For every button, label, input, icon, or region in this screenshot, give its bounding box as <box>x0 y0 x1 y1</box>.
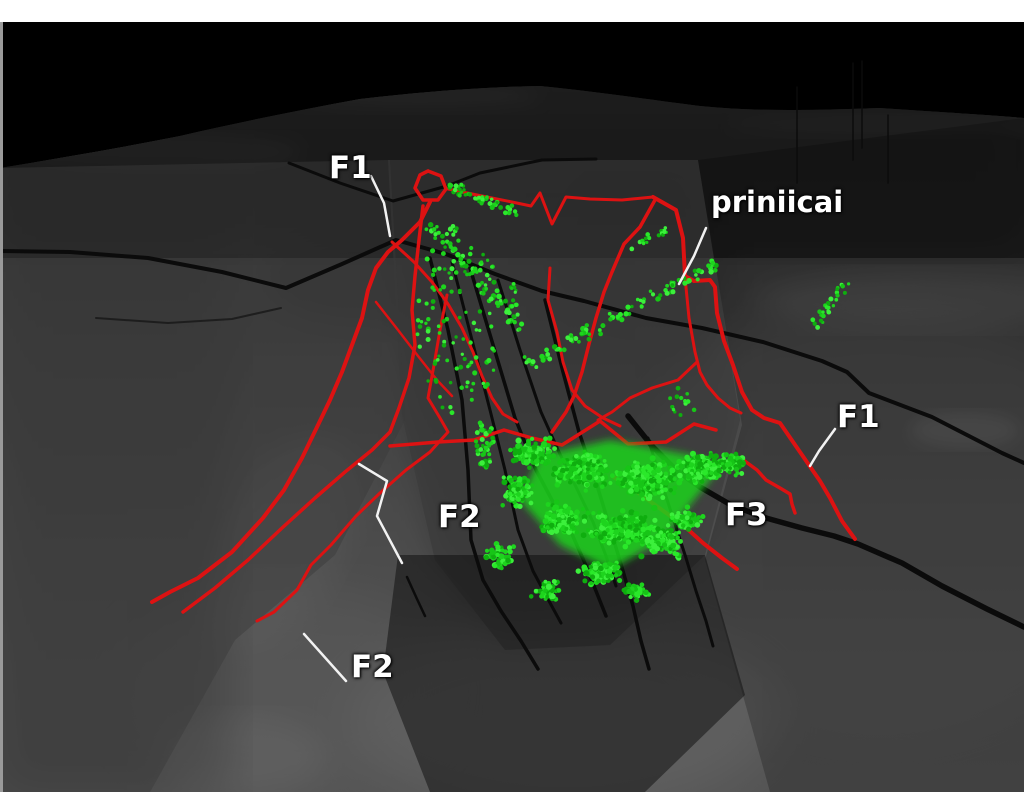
frame-bottom-band <box>0 792 1024 812</box>
fault-label-f1-right: F1 <box>837 399 880 435</box>
fault-label-f2-lower: F2 <box>351 649 394 685</box>
fault-label-f1-upper: F1 <box>329 150 372 186</box>
fault-label-f3: F3 <box>725 497 768 533</box>
leader-lines-layer <box>302 174 837 683</box>
event-points-layer <box>415 182 851 603</box>
edge-strip-left <box>0 22 3 792</box>
fault-traces-layer <box>150 169 857 623</box>
annotation-principal: priniicai <box>711 185 844 219</box>
frame-top-band <box>0 0 1024 22</box>
fault-label-f2-mid: F2 <box>438 499 481 535</box>
